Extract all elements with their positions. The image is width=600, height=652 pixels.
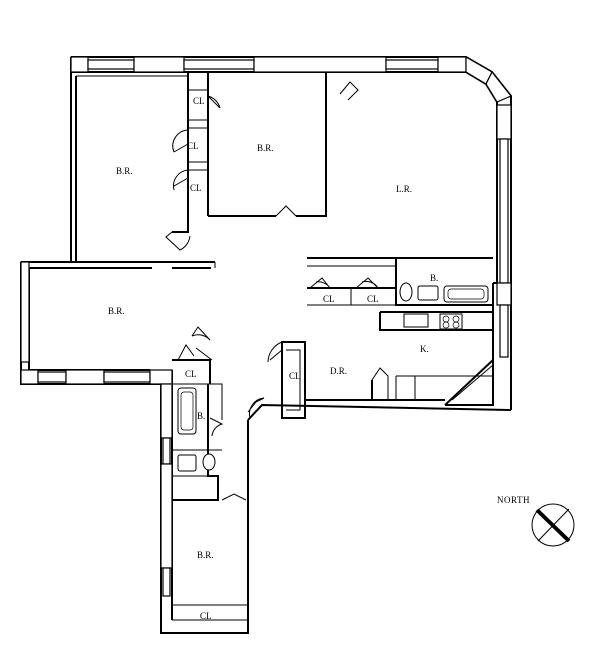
window (253, 56, 387, 73)
closet-label: CL (289, 371, 301, 381)
doors (165, 81, 389, 501)
window (496, 104, 512, 140)
room-label: D.R. (330, 366, 347, 376)
room-label: L.R. (396, 184, 412, 194)
north-label: NORTH (497, 495, 530, 505)
window (496, 282, 512, 306)
fireplace (339, 81, 359, 101)
room-label: B. (197, 411, 205, 421)
bathtub (443, 285, 489, 303)
window (65, 369, 105, 385)
closet-label: CL (367, 294, 379, 304)
door-swing (371, 367, 389, 400)
closet-label: CL (200, 611, 212, 621)
door-swing (207, 95, 221, 109)
room-labels: B.R. B.R. B.R. B.R. L.R. D.R. K. B. B. C… (108, 96, 438, 621)
kitchen-sink (403, 313, 429, 328)
window (162, 437, 171, 465)
door-swing (209, 417, 224, 437)
door-swing (172, 129, 189, 153)
closet-label: CL (185, 369, 197, 379)
door-swing (309, 277, 331, 289)
bathtub (177, 387, 197, 435)
closet-label: CL (193, 96, 205, 106)
door-swing (275, 205, 297, 217)
window (485, 70, 512, 103)
window (20, 261, 30, 363)
toilet (399, 282, 413, 302)
door-swing (191, 326, 211, 341)
stove (439, 313, 463, 330)
door-swing (247, 397, 265, 419)
window (87, 59, 135, 70)
door-swing (355, 277, 379, 289)
window (20, 369, 39, 385)
window (103, 371, 151, 383)
closet-label: CL (323, 294, 335, 304)
room-label: B.R. (116, 166, 133, 176)
window (149, 369, 173, 385)
closet-label: CL (190, 183, 202, 193)
window (70, 56, 89, 73)
window (160, 383, 173, 439)
interior-walls (75, 72, 494, 621)
window (183, 59, 255, 70)
window (160, 463, 173, 569)
window (499, 138, 509, 284)
compass-cross (537, 508, 570, 542)
door-swing (173, 169, 189, 191)
window (133, 56, 185, 73)
door-swing (177, 344, 213, 361)
window (437, 56, 467, 73)
windows (20, 55, 512, 597)
window (385, 59, 439, 70)
sink (177, 454, 197, 472)
room-label: B.R. (257, 143, 274, 153)
door-swing (221, 493, 247, 501)
closet-label: CL (187, 141, 199, 151)
room-label: K. (420, 344, 429, 354)
room-label: B. (430, 273, 438, 283)
toilet (202, 453, 216, 471)
door-swing (267, 341, 283, 363)
north-compass: NORTH (497, 495, 575, 547)
room-label: B.R. (108, 306, 125, 316)
sink (417, 285, 439, 301)
window (499, 304, 509, 358)
window (37, 371, 67, 383)
room-label: B.R. (197, 550, 214, 560)
door-swing (165, 231, 191, 251)
window (162, 567, 171, 597)
fixtures (177, 282, 489, 472)
